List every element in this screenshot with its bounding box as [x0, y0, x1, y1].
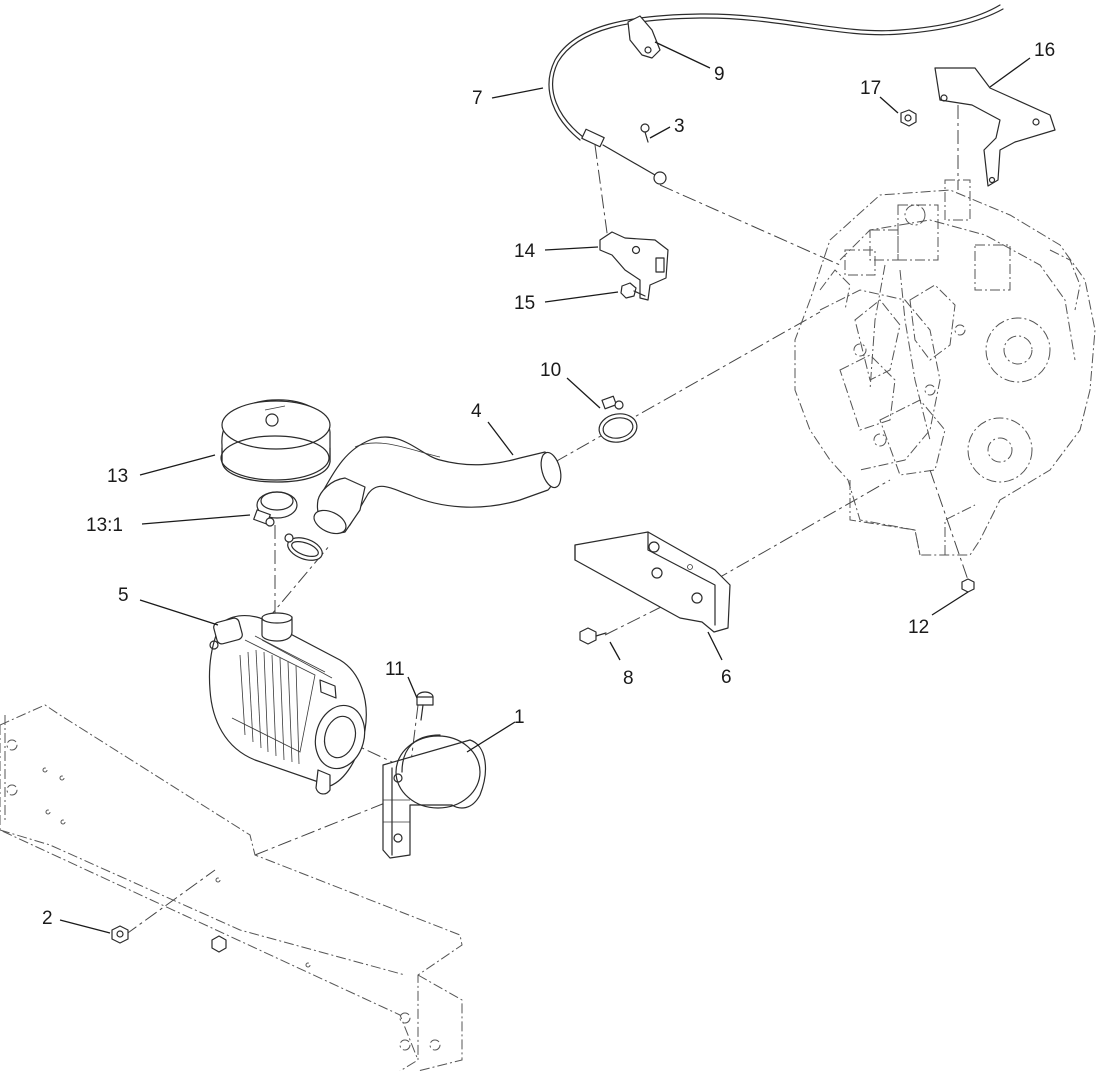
- mount-bolt: [416, 691, 434, 721]
- intake-cap: [220, 399, 331, 483]
- callout-10: 10: [540, 360, 561, 381]
- callout-16: 16: [1034, 40, 1055, 61]
- engine-phantom: [794, 179, 1096, 556]
- callout-9: 9: [714, 64, 725, 85]
- throttle-bracket: [599, 231, 669, 301]
- air-cleaner-mount: [382, 734, 487, 859]
- cap-clamp: [253, 491, 298, 527]
- air-cleaner: [208, 612, 367, 795]
- callout-4: 4: [471, 401, 482, 422]
- callout-15: 15: [514, 293, 535, 314]
- callout-11: 11: [385, 659, 405, 680]
- cable-stud: [640, 123, 650, 143]
- callout-17: 17: [860, 78, 881, 99]
- plate-bolt: [579, 627, 607, 645]
- callout-14: 14: [514, 241, 536, 262]
- callout-1: 1: [514, 707, 525, 728]
- callout-12: 12: [908, 617, 929, 638]
- callout-labels: 1 2 3 4 5 6 7 8 9 10 11 12 13 13:1 14 15…: [42, 40, 1055, 929]
- engine-nut: [961, 578, 975, 593]
- frame-nut: [111, 925, 129, 944]
- bracket-bolt: [620, 282, 646, 299]
- nut: [900, 109, 917, 127]
- callout-2: 2: [42, 908, 53, 929]
- callout-6: 6: [721, 667, 732, 688]
- throttle-cable: [548, 4, 1004, 185]
- callout-13: 13: [107, 466, 128, 487]
- lifting-bracket: [934, 67, 1056, 187]
- callout-3: 3: [674, 116, 685, 137]
- hose-clamp-lower: [284, 533, 323, 561]
- callout-13-1: 13:1: [86, 515, 123, 536]
- frame-phantom: [0, 704, 463, 1071]
- leader-lines: [59, 41, 1031, 934]
- hose-clamp-upper: [598, 395, 638, 443]
- intake-hose: [313, 436, 562, 535]
- assembly-centerlines: [124, 105, 969, 936]
- callout-8: 8: [623, 668, 634, 689]
- frame-nut-installed: [211, 935, 227, 953]
- cable-clamp: [627, 15, 661, 59]
- air-cleaner-plate: [574, 531, 731, 633]
- callout-7: 7: [472, 88, 483, 109]
- callout-5: 5: [118, 585, 129, 606]
